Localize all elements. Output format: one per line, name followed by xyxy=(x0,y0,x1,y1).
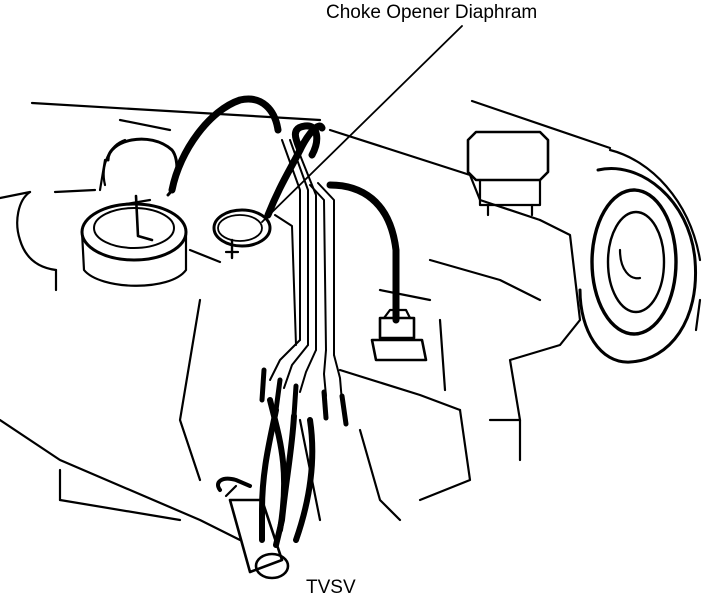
choke-opener-diaphragm xyxy=(212,208,272,260)
vacuum-hoses xyxy=(168,95,400,324)
choke-leader-line xyxy=(261,25,463,223)
filler-cap xyxy=(466,130,550,217)
hose-ends xyxy=(259,367,349,427)
choke-opener-diaphragm-label: Choke Opener Diaphram xyxy=(326,2,538,23)
carburetor xyxy=(80,137,188,287)
vacuum-sensor xyxy=(370,308,428,362)
engine-block xyxy=(0,99,702,542)
pulley-housing xyxy=(578,167,698,364)
tvsv-hoses xyxy=(259,397,316,548)
tvsv-valve xyxy=(216,476,290,580)
tvsv-label: TVSV xyxy=(306,577,356,598)
